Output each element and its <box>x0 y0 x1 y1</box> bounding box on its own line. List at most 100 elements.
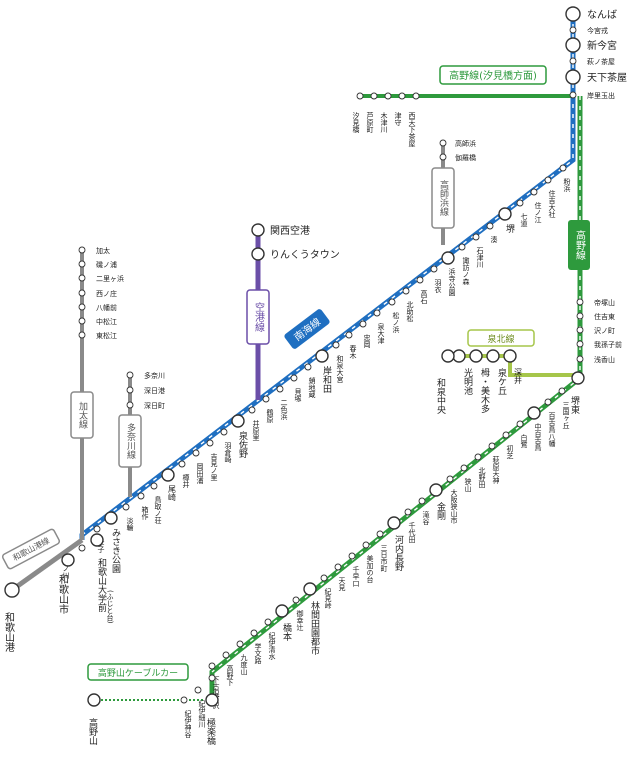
station-marker-wakayamashi[interactable] <box>61 553 75 567</box>
station-marker-nakamatsue[interactable] <box>78 317 86 325</box>
station-marker-nishikinohama[interactable] <box>276 385 284 393</box>
station-label-suwanomori[interactable]: 諏訪ノ森 <box>462 256 470 286</box>
station-marker-suminoe[interactable] <box>530 188 538 196</box>
station-marker-tengachaya[interactable] <box>565 69 581 85</box>
station-label-takashinohama[interactable]: 高師浜 <box>455 139 476 148</box>
station-label-sayama[interactable]: 狭山 <box>464 477 472 493</box>
station-marker-hatsushiba[interactable] <box>502 431 510 439</box>
station-marker-wakayamako[interactable] <box>4 582 20 598</box>
station-label-tottorinosho[interactable]: 鳥取ノ荘 <box>154 495 162 525</box>
station-marker-nakamozu[interactable] <box>527 406 541 420</box>
station-label-fukecho[interactable]: 深日町 <box>144 401 165 410</box>
station-label-sakai[interactable]: 堺 <box>504 223 515 234</box>
station-label-iharanosato[interactable]: 井原里 <box>252 419 260 441</box>
station-label-matsunohama[interactable]: 松ノ浜 <box>392 311 400 334</box>
station-marker-haruki[interactable] <box>345 331 353 339</box>
station-label-izumiotsu2[interactable]: 和泉大宮 <box>336 354 344 384</box>
station-label-osakasayamashi[interactable]: 大阪狭山市 <box>450 488 458 525</box>
station-label-kiikamiya[interactable]: 紀伊神谷 <box>184 709 192 739</box>
station-marker-izumisano[interactable] <box>231 414 245 428</box>
station-marker-tsuruhara[interactable] <box>262 395 270 403</box>
station-label-sumiyoshitaisha[interactable]: 住吉大社 <box>548 189 556 219</box>
station-label-kizugawa[interactable]: 木津川 <box>380 111 388 133</box>
station-label-tsuruhara[interactable]: 鶴原 <box>266 408 274 423</box>
station-marker-gakubundoro[interactable] <box>250 629 258 637</box>
station-label-takaishi[interactable]: 高石 <box>420 289 428 305</box>
station-marker-shimokosawa[interactable] <box>208 662 216 670</box>
station-marker-ashiharacho[interactable] <box>370 92 378 100</box>
station-label-kitanoda[interactable]: 北野田 <box>478 467 486 489</box>
station-label-izumichuo[interactable]: 和泉中央 <box>435 378 446 415</box>
station-marker-tsumori[interactable] <box>398 92 406 100</box>
station-label-shiraseki[interactable]: 白鷺 <box>520 433 528 449</box>
station-marker-ozaki[interactable] <box>161 468 175 482</box>
station-marker-tezukayama[interactable] <box>576 298 584 306</box>
station-marker-fukeko[interactable] <box>126 386 134 394</box>
station-marker-kitasukematsu[interactable] <box>402 287 410 295</box>
station-marker-tarui[interactable] <box>178 460 186 468</box>
station-marker-nishinosho[interactable] <box>78 289 86 297</box>
station-marker-hagoromo[interactable] <box>430 265 438 273</box>
station-label-ashiharacho[interactable]: 芦原町 <box>366 111 374 133</box>
station-marker-hagiharatenjin[interactable] <box>488 442 496 450</box>
station-marker-namba[interactable] <box>565 6 581 22</box>
station-label-rinkutown[interactable]: りんくうタウン <box>270 249 340 261</box>
station-marker-sumiyoshitaisha[interactable] <box>544 176 552 184</box>
station-label-wakayamadaigakumae[interactable]: 和歌山大学前 <box>96 558 107 613</box>
station-label-tezukayama[interactable]: 帝塚山 <box>594 298 615 307</box>
station-label-mozuhachiman[interactable]: 百舌鳥八幡 <box>548 412 556 448</box>
station-label-kohama[interactable]: 粉浜 <box>563 177 571 193</box>
station-label-habu[interactable]: 羽倉崎 <box>224 442 232 463</box>
station-marker-ishizugawa[interactable] <box>472 233 480 241</box>
station-label-shiomibashi[interactable]: 汐見橋 <box>352 111 360 134</box>
station-marker-shiraseki[interactable] <box>516 420 524 428</box>
station-marker-hamaderakoen[interactable] <box>441 251 455 265</box>
station-marker-takojizo[interactable] <box>304 363 312 371</box>
station-marker-shiomibashi[interactable] <box>356 92 364 100</box>
station-marker-tanagawa[interactable] <box>126 371 134 379</box>
station-marker-fukai[interactable] <box>503 349 517 363</box>
station-label-nakamatsue[interactable]: 中松江 <box>96 317 117 326</box>
station-label-koyasan[interactable]: 高野山 <box>87 717 98 745</box>
station-label-gokurakubashi[interactable]: 極楽橋 <box>205 717 216 746</box>
station-marker-kawachinagano[interactable] <box>387 516 401 530</box>
station-marker-kamikosawa[interactable] <box>208 674 216 682</box>
station-marker-izumigaoka[interactable] <box>486 349 500 363</box>
station-marker-rinkanden[interactable] <box>303 582 317 596</box>
station-label-nisonzaki[interactable]: 二里ヶ浜 <box>96 274 124 283</box>
station-marker-kiminotoge[interactable] <box>320 574 328 582</box>
station-label-wakayamashi[interactable]: 和歌山市 <box>57 574 69 615</box>
station-marker-tottorinosho[interactable] <box>150 482 158 490</box>
station-label-kishiwada[interactable]: 岸和田 <box>321 366 332 394</box>
station-marker-isonoura[interactable] <box>78 260 86 268</box>
station-marker-mikunigaoka[interactable] <box>558 387 566 395</box>
station-label-higashihagoromo[interactable]: 伽羅橋 <box>455 153 476 162</box>
station-label-tsumori[interactable]: 津守 <box>394 112 402 127</box>
station-label-nishinosho[interactable]: 西ノ庄 <box>96 289 117 298</box>
station-marker-okadaura[interactable] <box>192 449 200 457</box>
station-marker-koshi[interactable] <box>93 525 101 533</box>
station-marker-izumiotsu[interactable] <box>373 309 381 317</box>
station-label-ishizugawa[interactable]: 石津川 <box>476 247 484 268</box>
station-marker-haginochaya[interactable] <box>569 57 577 65</box>
station-label-hatsushiba[interactable]: 初芝 <box>506 444 514 460</box>
station-marker-kitanoda[interactable] <box>474 453 482 461</box>
station-label-wakayamako[interactable]: 和歌山港 <box>3 612 15 652</box>
station-label-komyoike[interactable]: 光明池 <box>462 367 473 395</box>
station-label-misakikoen[interactable]: みさき公園 <box>110 528 121 574</box>
station-marker-kishiwada[interactable] <box>315 349 329 363</box>
station-marker-kansaiairport[interactable] <box>251 223 265 237</box>
station-label-mikanodai[interactable]: 美加の台 <box>366 554 374 584</box>
station-marker-kizugawa[interactable] <box>384 92 392 100</box>
station-marker-takashinohama[interactable] <box>439 139 447 147</box>
station-label-abikomae[interactable]: 我孫子前 <box>594 340 622 349</box>
station-marker-takido[interactable] <box>418 497 426 505</box>
station-label-haruki[interactable]: 春木 <box>349 344 357 360</box>
station-label-sakaihigashi[interactable]: 堺東 <box>569 395 580 415</box>
station-label-sumiyoshihigashi[interactable]: 住吉東 <box>594 312 615 321</box>
station-label-isonoura[interactable]: 磯ノ浦 <box>96 260 117 269</box>
station-label-amami[interactable]: 天見 <box>338 577 346 592</box>
station-label-hamaderakoen[interactable]: 浜寺公園 <box>448 267 456 297</box>
station-label-koyashita[interactable]: 高野下 <box>226 664 234 687</box>
station-label-kitasukematsu[interactable]: 北助松 <box>406 301 414 323</box>
